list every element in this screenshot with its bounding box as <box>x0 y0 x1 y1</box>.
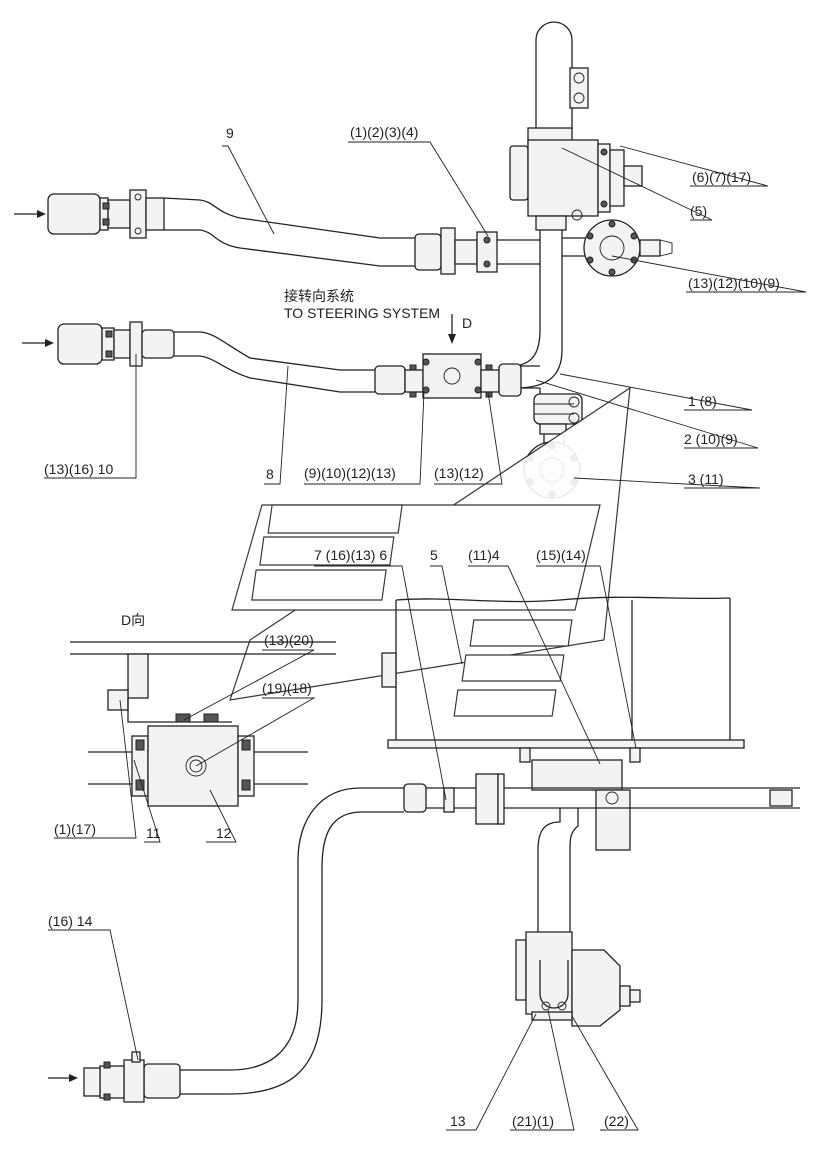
flange <box>440 227 456 275</box>
label-19-18: (19)(18) <box>262 680 312 696</box>
long-bend-pipe <box>48 787 404 1103</box>
hose-end <box>374 365 406 395</box>
view-d-arrow: D <box>448 314 472 344</box>
valve-body-5 <box>527 139 599 217</box>
inlet-arrow-icon <box>22 339 54 347</box>
lower-valve-body <box>531 759 623 791</box>
label-22: (22) <box>604 1113 629 1129</box>
part-labels: (1)(2)(3)(4) 9 (6)(7)(17) (5) (13)(12)(1… <box>44 124 780 1129</box>
steering-label-cn: 接转向系统 <box>284 288 354 304</box>
pipe-9-assembly <box>14 189 540 275</box>
d-view-bolt <box>107 689 129 711</box>
pump-housing <box>571 949 621 1027</box>
label-9-10-12-13: (9)(10)(12)(13) <box>304 465 396 481</box>
view-d-label: D <box>462 315 472 331</box>
view-d-title: D向 <box>121 612 145 628</box>
flange <box>123 1059 145 1103</box>
clamp-14 <box>443 787 455 813</box>
connector <box>454 239 478 265</box>
coupling-body <box>145 197 165 231</box>
barb-fitting <box>769 789 793 807</box>
hose-end <box>47 193 101 235</box>
side-round-flange <box>583 219 673 277</box>
pump-assembly <box>515 808 641 1027</box>
label-5: 5 <box>430 547 438 563</box>
tank-base-plate <box>387 739 745 749</box>
expansion-joint <box>533 393 583 425</box>
label-9: 9 <box>226 125 234 141</box>
lower-valve-body <box>595 789 631 851</box>
inlet-arrow-icon <box>48 1074 78 1082</box>
coupling-body <box>141 329 175 359</box>
label-13-16-10: (13)(16) 10 <box>44 461 113 477</box>
clamp <box>569 67 589 109</box>
label-1-8: 1 (8) <box>688 393 717 409</box>
label-13-20: (13)(20) <box>264 632 314 648</box>
label-15-14: (15)(14) <box>536 547 586 563</box>
hose-end <box>498 363 522 397</box>
label-6-7-17: (6)(7)(17) <box>692 169 751 185</box>
coupling-body <box>107 199 131 229</box>
label-13-12: (13)(12) <box>434 465 484 481</box>
label-7-16-13-6: 7 (16)(13) 6 <box>314 547 387 563</box>
hose-end <box>143 1063 181 1099</box>
lower-valve-connection <box>403 759 800 851</box>
valve-cap <box>509 145 529 201</box>
label-13: 13 <box>450 1113 466 1129</box>
watermark-logo <box>229 386 631 717</box>
label-2-10-9: 2 (10)(9) <box>684 431 738 447</box>
flange <box>476 231 498 273</box>
label-13-12-10-9: (13)(12)(10)(9) <box>688 275 780 291</box>
d-view-detail: D向 <box>70 612 336 807</box>
connector <box>404 369 424 393</box>
hose-end <box>414 233 442 271</box>
tank-bracket <box>381 652 397 688</box>
label-16-14: (16) 14 <box>48 913 93 929</box>
valve-stub <box>623 165 643 187</box>
barb-fitting <box>639 239 661 257</box>
label-5-paren: (5) <box>690 203 707 219</box>
arrow-down-icon <box>448 334 456 344</box>
tank-section <box>381 596 745 763</box>
label-21-1: (21)(1) <box>512 1113 554 1129</box>
pipe-8-assembly <box>22 321 540 399</box>
coupling-body <box>113 329 131 359</box>
label-1-2-3-4: (1)(2)(3)(4) <box>350 124 418 140</box>
steering-block <box>422 353 482 399</box>
hose-end <box>83 1067 101 1097</box>
valve-assembly <box>509 21 643 389</box>
hose-end <box>57 323 103 365</box>
label-12: 12 <box>216 825 232 841</box>
label-1-17: (1)(17) <box>54 821 96 837</box>
label-11-4: (11)4 <box>468 547 500 563</box>
valve-flange <box>609 149 625 207</box>
d-view-valve-block-12 <box>147 725 239 807</box>
leader-lines <box>44 141 807 1131</box>
flange <box>475 773 499 825</box>
pump-cap <box>515 939 527 1001</box>
label-3-11: 3 (11) <box>688 471 724 487</box>
pump-shaft <box>619 985 631 1007</box>
label-8: 8 <box>266 466 274 482</box>
connector <box>480 369 500 393</box>
label-11: 11 <box>146 825 161 841</box>
inlet-arrow-icon <box>14 210 46 218</box>
flange <box>129 189 147 239</box>
steering-label-en: TO STEERING SYSTEM <box>284 305 440 321</box>
valve-outlet <box>535 215 567 231</box>
hose-end <box>403 783 427 813</box>
coupling-body <box>99 1065 125 1099</box>
d-view-bracket <box>127 653 149 699</box>
